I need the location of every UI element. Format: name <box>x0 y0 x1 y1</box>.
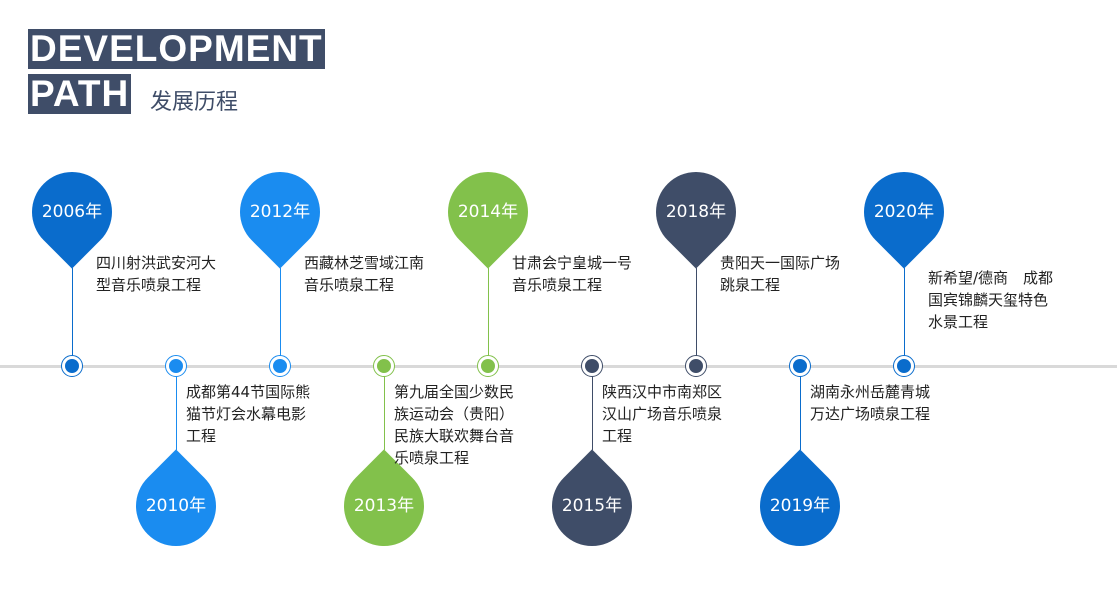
subtitle: 发展历程 <box>150 90 239 115</box>
milestone-description: 贵阳天一国际广场 跳泉工程 <box>720 254 841 294</box>
milestone-description: 新希望/德商 成都 国宾锦麟天玺特色 水景工程 <box>928 269 1054 331</box>
milestone-year: 2018年 <box>665 202 727 222</box>
connector-line <box>488 268 489 366</box>
timeline-dot <box>61 355 83 377</box>
milestone-year: 2015年 <box>561 496 623 516</box>
milestone-description: 西藏林芝雪域江南 音乐喷泉工程 <box>304 254 425 294</box>
timeline-dot <box>477 355 499 377</box>
connector-line <box>592 366 593 450</box>
milestone-year: 2006年 <box>41 202 103 222</box>
milestone-description: 成都第44节国际熊 猫节灯会水幕电影 工程 <box>186 383 311 445</box>
timeline-dot <box>685 355 707 377</box>
milestone-description: 第九届全国少数民 族运动会（贵阳） 民族大联欢舞台音 乐喷泉工程 <box>394 383 515 467</box>
connector-line <box>384 366 385 450</box>
title-path: PATH <box>28 73 132 114</box>
milestone-year: 2020年 <box>873 202 935 222</box>
milestone-year: 2019年 <box>769 496 831 516</box>
timeline-dot <box>165 355 187 377</box>
connector-line <box>696 268 697 366</box>
milestone-description: 四川射洪武安河大 型音乐喷泉工程 <box>96 254 217 294</box>
milestone-description: 陕西汉中市南郑区 汉山广场音乐喷泉 工程 <box>602 383 723 445</box>
milestone-year: 2012年 <box>249 202 311 222</box>
milestone-description: 甘肃会宁皇城一号 音乐喷泉工程 <box>512 254 633 294</box>
connector-line <box>800 366 801 450</box>
title-development: DEVELOPMENT <box>28 28 325 69</box>
timeline-dot <box>789 355 811 377</box>
connector-line <box>904 268 905 366</box>
milestone-year: 2013年 <box>353 496 415 516</box>
milestone-year: 2010年 <box>145 496 207 516</box>
connector-line <box>176 366 177 450</box>
connector-line <box>72 268 73 366</box>
timeline-dot <box>373 355 395 377</box>
timeline-dot <box>269 355 291 377</box>
timeline-dot <box>893 355 915 377</box>
timeline-axis <box>0 365 1117 368</box>
milestone-year: 2014年 <box>457 202 519 222</box>
connector-line <box>280 268 281 366</box>
timeline-dot <box>581 355 603 377</box>
milestone-description: 湖南永州岳麓青城 万达广场喷泉工程 <box>810 383 931 423</box>
